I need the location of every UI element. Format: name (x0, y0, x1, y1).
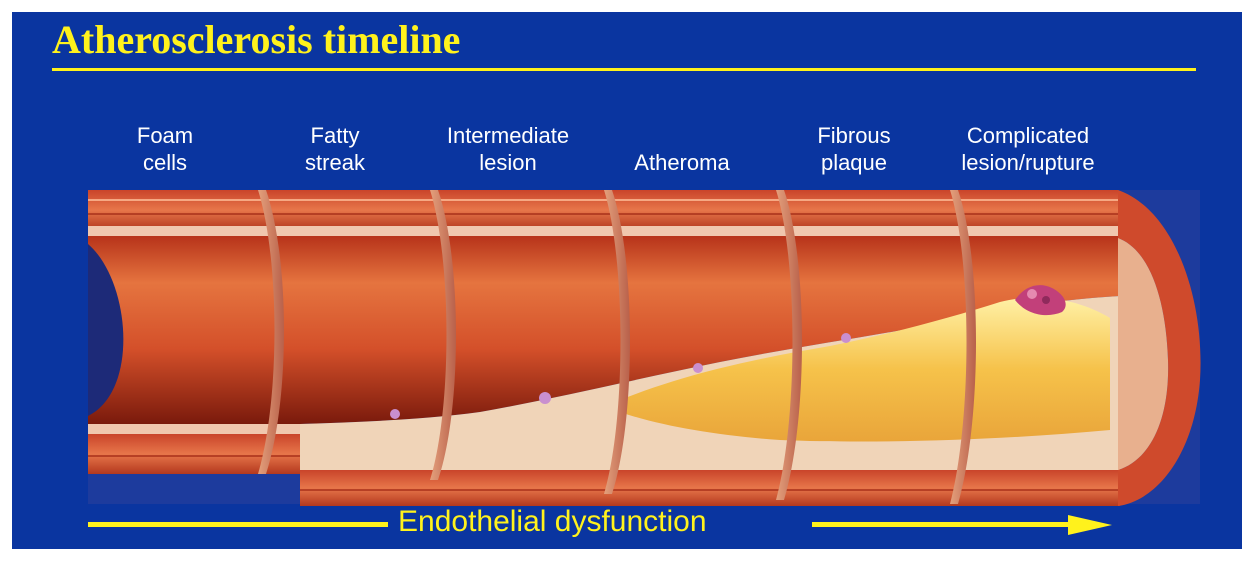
arrow-line-right (812, 522, 1074, 527)
endothelial-dysfunction-label: Endothelial dysfunction (398, 504, 707, 540)
arrow-line-left (88, 522, 388, 527)
arrow-head-icon (1068, 512, 1112, 538)
